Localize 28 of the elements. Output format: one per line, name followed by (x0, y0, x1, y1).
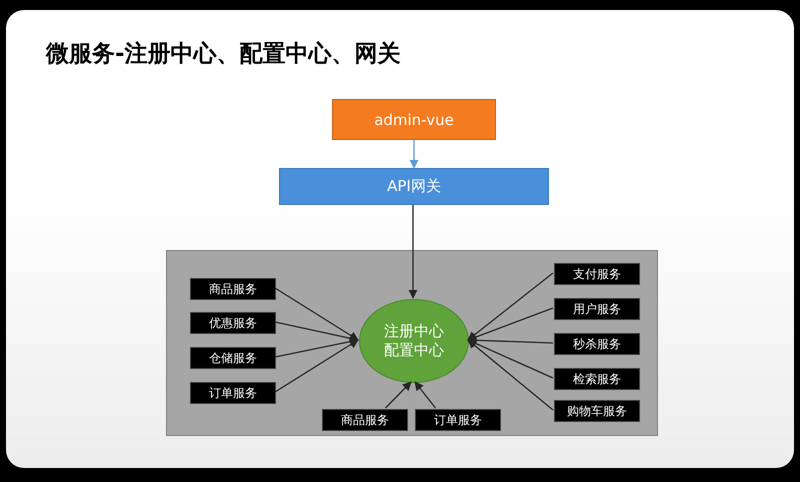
slide-title: 微服务-注册中心、配置中心、网关 (46, 40, 401, 69)
service-box: 购物车服务 (554, 400, 640, 422)
client-box: admin-vue (332, 99, 496, 140)
service-box: 支付服务 (554, 263, 640, 285)
arrow (467, 339, 554, 379)
service-box: 检索服务 (554, 368, 640, 390)
arrow (467, 307, 554, 342)
arrow (414, 381, 436, 408)
arrow (274, 287, 359, 341)
arrow (467, 272, 554, 341)
arrow (274, 339, 359, 393)
arrow (274, 337, 359, 358)
service-box: 优惠服务 (190, 312, 276, 334)
arrow (467, 339, 554, 410)
arrow (467, 336, 554, 345)
arrow (408, 205, 418, 299)
arrow (385, 381, 412, 408)
service-box: 仓储服务 (190, 347, 276, 369)
service-box: 秒杀服务 (554, 333, 640, 355)
service-box: 用户服务 (554, 298, 640, 320)
service-box: 订单服务 (190, 382, 276, 404)
registry-ellipse: 注册中心配置中心 (359, 299, 469, 383)
arrow (409, 140, 419, 169)
service-box: 订单服务 (415, 409, 501, 431)
service-box: 商品服务 (190, 278, 276, 300)
service-box: 商品服务 (322, 409, 408, 431)
services-panel (166, 250, 658, 436)
gateway-box: API网关 (279, 168, 549, 205)
